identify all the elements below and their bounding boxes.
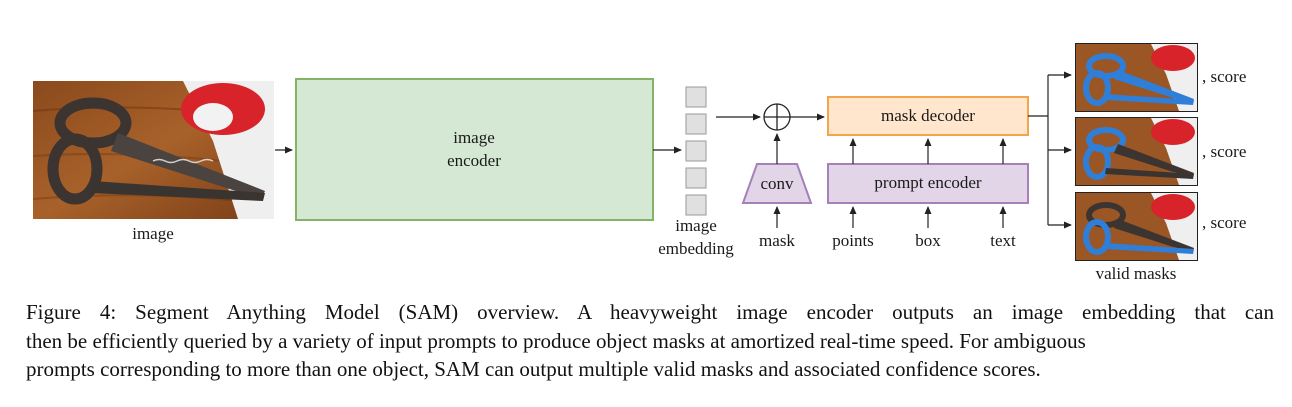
figure-caption: Figure 4: Segment Anything Model (SAM) o… — [26, 298, 1274, 384]
score-label-3: , score — [1202, 213, 1247, 232]
valid-mask-3-photo — [1075, 192, 1198, 261]
prompt-encoder-box — [827, 163, 1029, 204]
image-encoder-label-line2: encoder — [447, 151, 501, 170]
text-input-label: text — [990, 231, 1016, 250]
conv-block — [741, 163, 813, 204]
valid-mask-1-photo — [1075, 43, 1198, 112]
image-label: image — [132, 224, 174, 243]
image-encoder-label-line1: image — [453, 128, 495, 147]
caption-line-1: Figure 4: Segment Anything Model (SAM) o… — [26, 300, 1274, 324]
diagram-canvas — [275, 71, 1072, 229]
prompt-encoder-label: prompt encoder — [874, 173, 982, 192]
image-embedding-label-line1: image — [675, 216, 717, 235]
mask-decoder-label: mask decoder — [881, 106, 975, 125]
sam-overview-figure: image image encoder image embedding conv… — [33, 43, 1247, 283]
add-operator-icon — [763, 103, 791, 131]
caption-line-3: prompts corresponding to more than one o… — [26, 357, 1041, 381]
image-encoder-box — [295, 78, 654, 221]
mask-input-label: mask — [759, 231, 795, 250]
score-label-1: , score — [1202, 67, 1247, 86]
valid-masks-label: valid masks — [1095, 264, 1177, 283]
score-label-2: , score — [1202, 142, 1247, 161]
image-embedding-stack — [685, 86, 707, 216]
box-input-label: box — [915, 231, 941, 250]
conv-label: conv — [760, 174, 794, 193]
points-input-label: points — [832, 231, 874, 250]
image-embedding-label-line2: embedding — [658, 239, 734, 258]
valid-mask-2-photo — [1075, 117, 1198, 186]
caption-line-2: then be efficiently queried by a variety… — [26, 328, 1086, 353]
input-image-photo — [33, 81, 274, 219]
